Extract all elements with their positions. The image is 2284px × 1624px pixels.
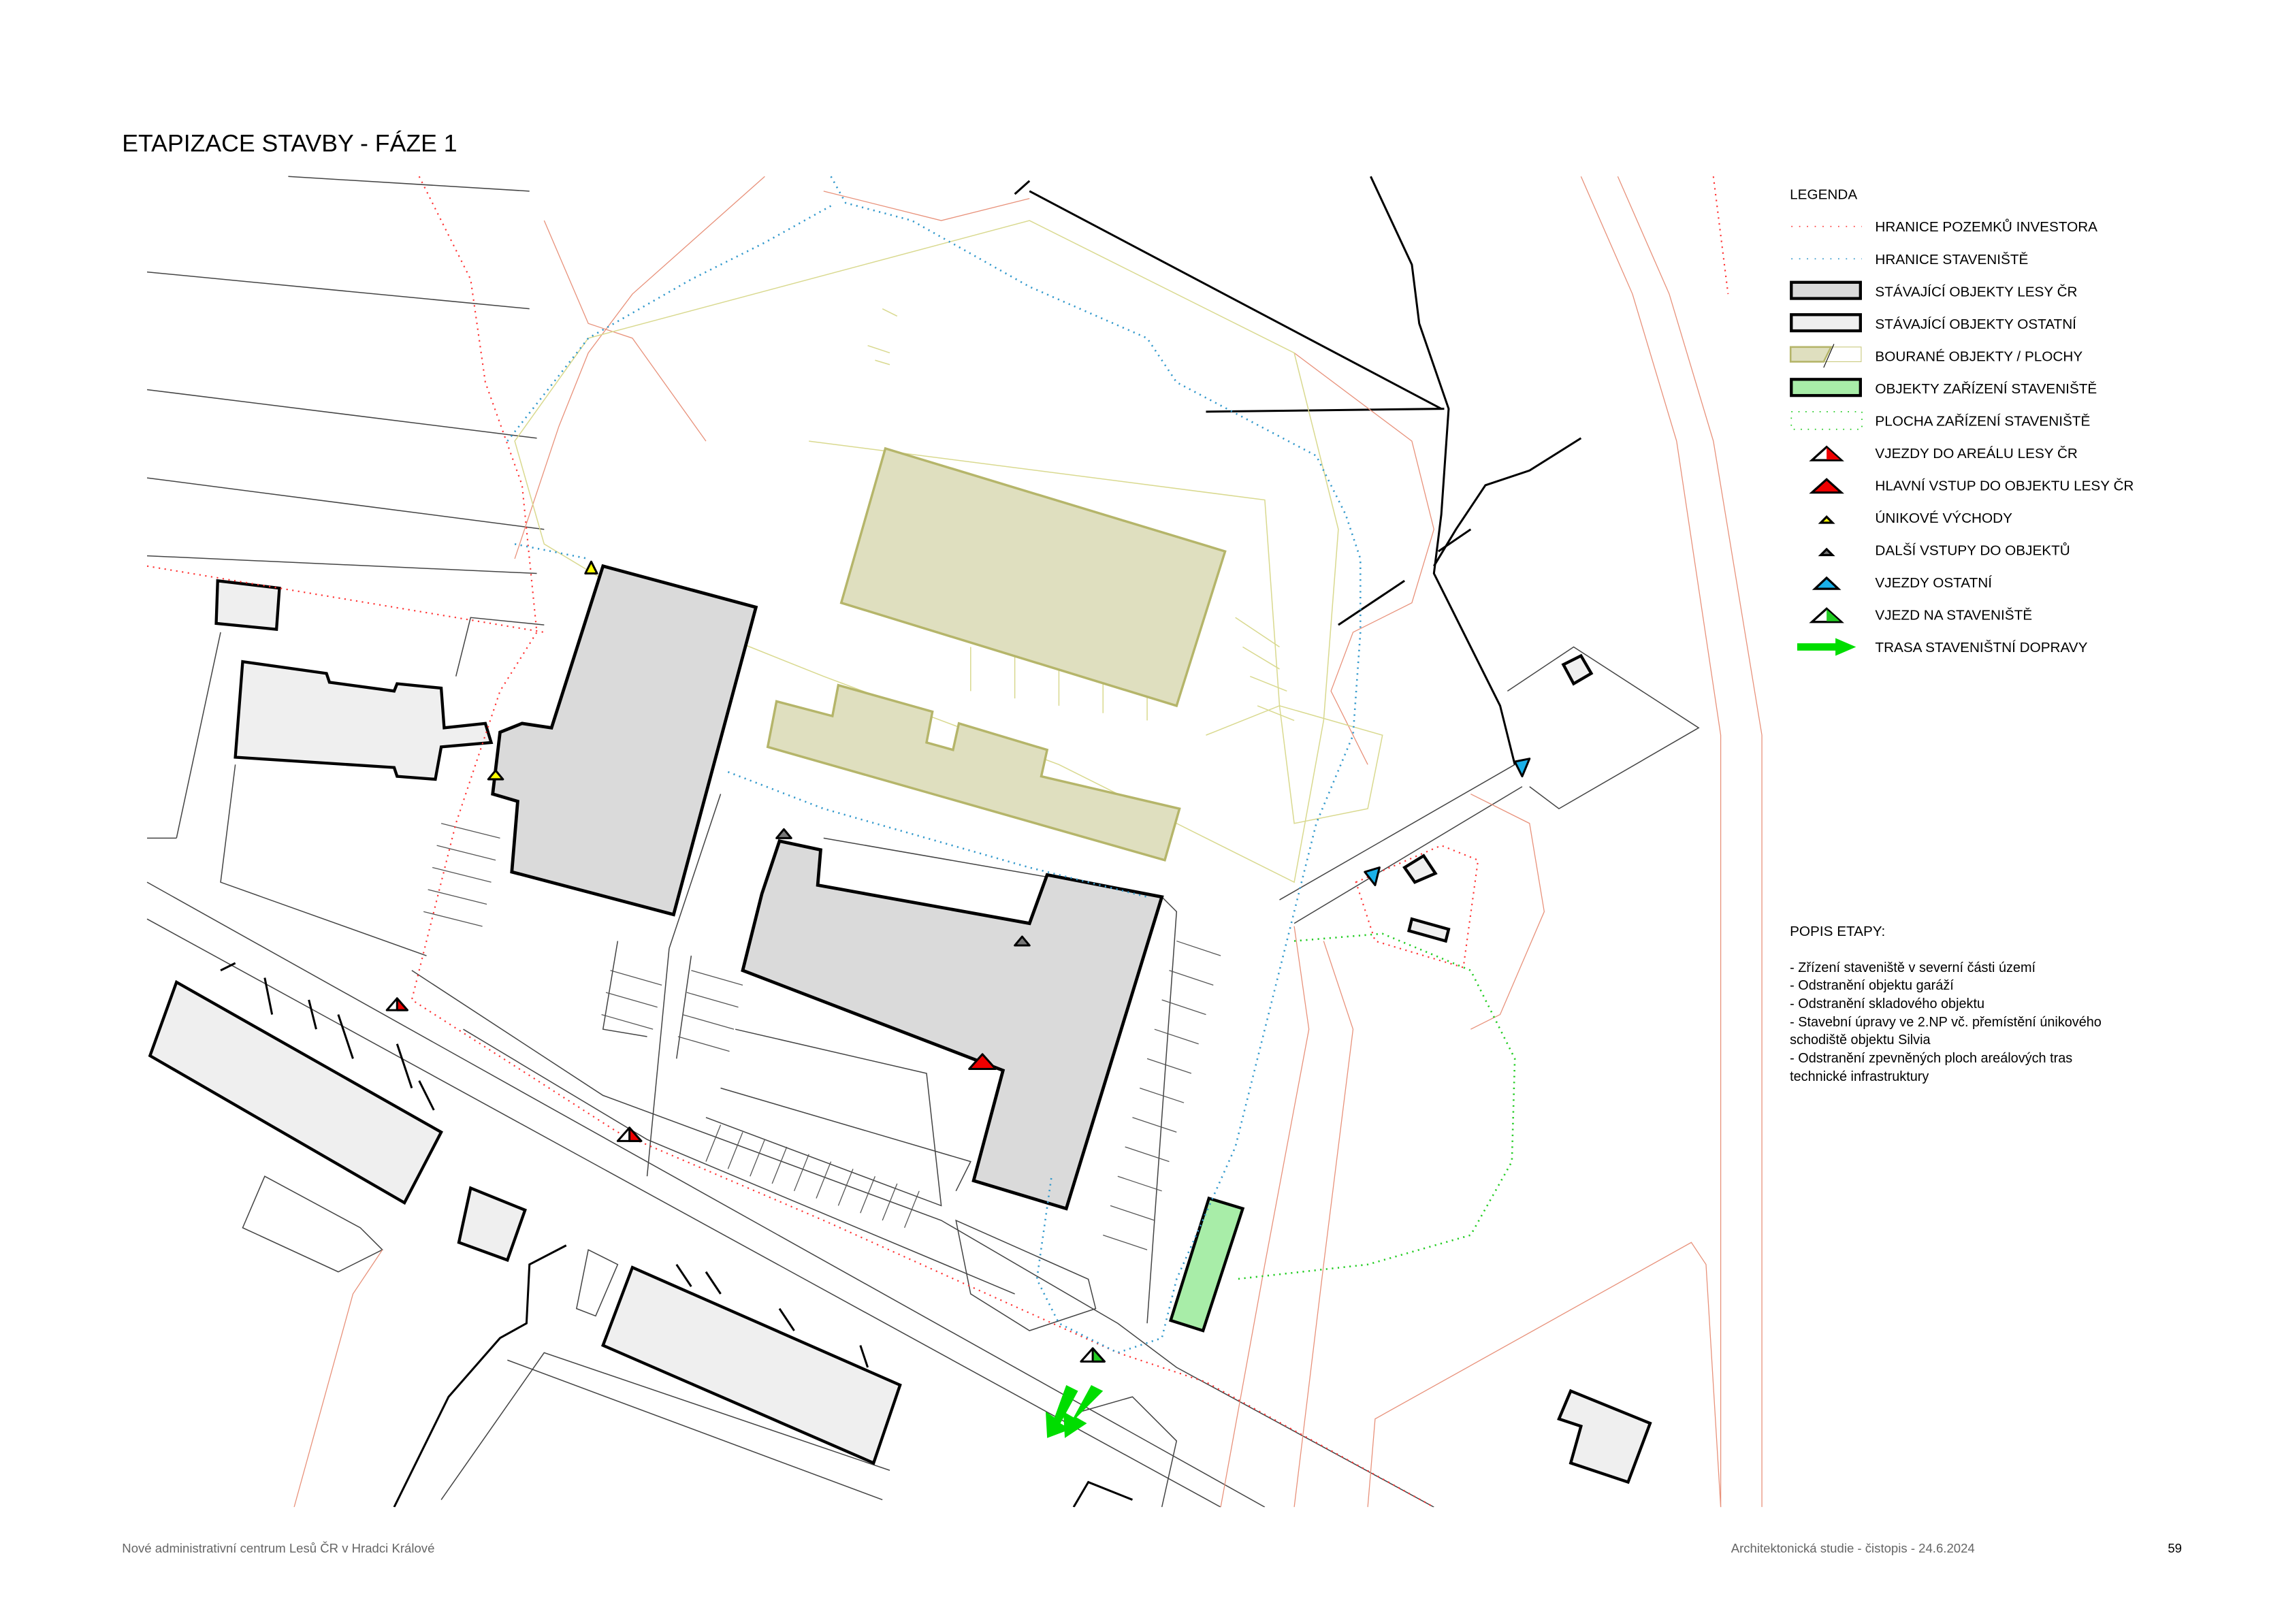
parking-stalls [423, 823, 1221, 1250]
legend-label: VJEZD NA STAVENIŠTĚ [1875, 608, 2032, 623]
site-map [146, 176, 1763, 1508]
building-other [457, 1186, 527, 1263]
property-boundary [146, 176, 1729, 1508]
page-title: ETAPIZACE STAVBY - FÁZE 1 [122, 130, 457, 157]
yellow-triangle-icon [1818, 515, 1835, 524]
footer-stage: Architektonická studie - čistopis - 24.6… [1731, 1541, 1975, 1555]
demolished-swatch-icon [1789, 344, 1862, 368]
grey-triangle-icon [1818, 547, 1835, 557]
legend-label: BOURANÉ OBJEKTY / PLOCHY [1875, 348, 2082, 364]
legend-label: VJEZDY DO AREÁLU LESY ČR [1875, 446, 2077, 461]
other-entry-marker-icon [1513, 758, 1531, 778]
other-buildings [148, 579, 1652, 1484]
building-other [234, 660, 494, 781]
demolished-warehouse [839, 446, 1227, 708]
description-line: - Zřízení staveniště v severní části úze… [1790, 960, 2036, 975]
construction-traffic-arrow [1045, 1384, 1104, 1438]
building-other [1406, 917, 1451, 943]
stage-description: POPIS ETAPY: - Zřízení staveniště v seve… [1790, 924, 2102, 1084]
terrain-lines [220, 176, 1582, 1508]
description-line: - Stavební úpravy ve 2.NP vč. přemístění… [1790, 1015, 2102, 1030]
description-heading: POPIS ETAPY: [1790, 924, 1885, 939]
legend-label: OBJEKTY ZAŘÍZENÍ STAVENIŠTĚ [1875, 381, 2097, 397]
escape-exit-marker-icon [487, 769, 504, 781]
building-lesy-cr [491, 564, 758, 917]
lesy-cr-buildings [491, 564, 1164, 1211]
description-line: - Odstranění objektu garáží [1790, 978, 1954, 993]
green-arrow-icon [1797, 638, 1856, 656]
building-other [600, 1265, 902, 1465]
page-number: 59 [2168, 1541, 2182, 1555]
other-entry-marker-icon [1364, 866, 1381, 886]
other-entrance-marker-icon [1014, 935, 1031, 947]
site-building-swatch-icon [1790, 378, 1862, 397]
site-area-swatch-icon [1790, 411, 1863, 430]
lesy-building-swatch-icon [1790, 280, 1862, 300]
half-red-triangle-icon [1809, 445, 1844, 461]
legend-label: HLAVNÍ VSTUP DO OBJEKTU LESY ČR [1875, 478, 2134, 493]
site-entry-marker-icon [1080, 1347, 1106, 1363]
demolished-buildings [766, 446, 1227, 862]
building-other [1402, 854, 1438, 884]
legend-label: STÁVAJÍCÍ OBJEKTY LESY ČR [1875, 284, 2077, 299]
main-entrance-marker-icon [968, 1053, 997, 1071]
half-green-triangle-icon [1809, 607, 1844, 623]
other-entrance-marker-icon [775, 828, 792, 839]
legend-label: STÁVAJÍCÍ OBJEKTY OSTATNÍ [1875, 316, 2076, 332]
building-other [1561, 653, 1594, 686]
building-lesy-cr-silvia [741, 839, 1164, 1211]
building-other [214, 579, 281, 631]
demolished-garages [766, 683, 1181, 862]
site-facility-building [1168, 1196, 1245, 1333]
description-line: schodiště objektu Silvia [1790, 1033, 1931, 1048]
vjezd-lesy-marker-icon [616, 1126, 643, 1142]
site-area-boundary [1235, 932, 1516, 1280]
red-triangle-icon [1809, 478, 1844, 494]
legend-heading: LEGENDA [1790, 187, 1857, 203]
legend-label: ÚNIKOVÉ VÝCHODY [1875, 510, 2012, 526]
legend: LEGENDA HRANICE POZEMKŮ INVESTORA HRANIC… [1789, 187, 2134, 656]
cadastral-lines [293, 176, 1763, 1508]
building-other [148, 979, 443, 1205]
legend-label: TRASA STAVENIŠTNÍ DOPRAVY [1875, 640, 2087, 655]
blue-triangle-icon [1812, 576, 1841, 590]
description-line: technické infrastruktury [1790, 1069, 1929, 1084]
escape-exit-marker-icon [584, 560, 598, 575]
map-markers [385, 560, 1531, 1363]
building-other [1557, 1388, 1652, 1484]
description-line: - Odstranění zpevněných ploch areálových… [1790, 1051, 2072, 1066]
legend-label: VJEZDY OSTATNÍ [1875, 575, 1992, 591]
road-lines [146, 176, 1700, 1508]
legend-label: HRANICE STAVENIŠTĚ [1875, 252, 2028, 267]
other-building-swatch-icon [1790, 313, 1862, 333]
vjezd-lesy-marker-icon [385, 997, 408, 1011]
legend-label: DALŠÍ VSTUPY DO OBJEKTŮ [1875, 542, 2070, 558]
legend-label: PLOCHA ZAŘÍZENÍ STAVENIŠTĚ [1875, 413, 2090, 429]
legend-label: HRANICE POZEMKŮ INVESTORA [1875, 218, 2097, 235]
footer-project: Nové administrativní centrum Lesů ČR v H… [122, 1541, 434, 1555]
description-line: - Odstranění skladového objektu [1790, 996, 1984, 1011]
